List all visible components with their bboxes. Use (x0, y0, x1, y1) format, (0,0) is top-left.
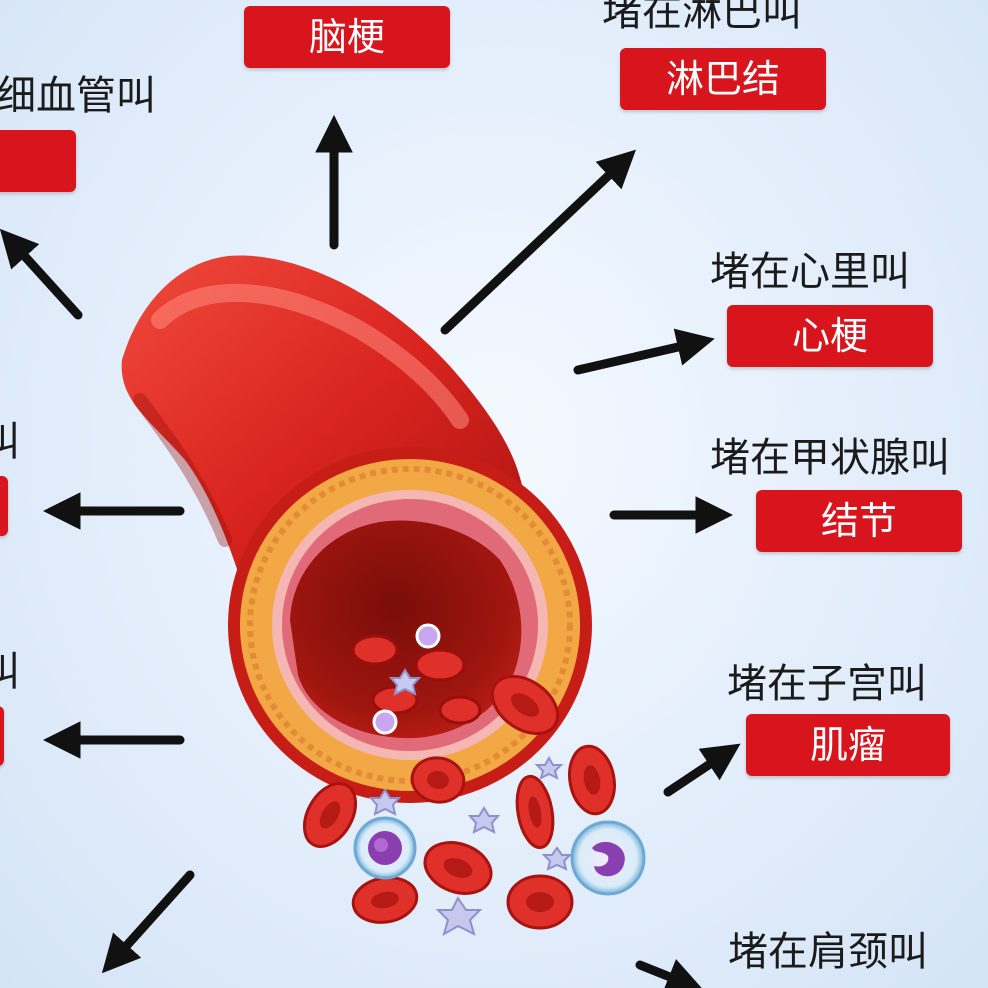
tag-brain-infarction: 脑梗 (244, 6, 450, 68)
tag-left-mid (0, 476, 8, 536)
arrow-icon (101, 870, 195, 974)
caption-left-low: 叫 (0, 648, 20, 696)
white-blood-cell-icon (353, 816, 417, 880)
tag-heart-infarction: 心梗 (727, 305, 933, 367)
red-blood-cell-icon (568, 744, 616, 816)
tag-fibroid: 肌瘤 (746, 714, 950, 776)
tag-lymph-node: 淋巴结 (620, 48, 826, 110)
blood-vessel-icon (121, 255, 592, 803)
platelet-icon (368, 668, 573, 937)
caption-left-mid: 叫 (0, 418, 20, 466)
caption-thyroid: 堵在甲状腺叫 (710, 435, 950, 481)
red-blood-cell-icon (506, 874, 574, 930)
caption-capillary: 细血管叫 (0, 73, 156, 119)
arrow-icon (0, 228, 83, 320)
caption-heart: 堵在心里叫 (710, 249, 910, 295)
arrow-icon (573, 328, 715, 375)
arrows (0, 114, 741, 988)
caption-uterus: 堵在子宫叫 (727, 661, 927, 707)
red-blood-cell-icon (410, 756, 466, 804)
arrow-icon (663, 743, 741, 797)
caption-lymph: 堵在淋巴叫 (602, 0, 802, 35)
red-blood-cell-icon (515, 774, 555, 850)
red-blood-cell-icon (302, 782, 358, 848)
red-blood-cell-icon (351, 876, 419, 924)
tag-left-low (0, 706, 4, 766)
white-blood-cell-icon (570, 820, 646, 896)
tag-nodule: 结节 (756, 490, 962, 552)
blood-cells (302, 668, 646, 937)
red-blood-cell-icon (423, 841, 493, 895)
arrow-icon (635, 959, 705, 988)
red-blood-cell-icon (490, 674, 560, 736)
tag-capillary (0, 130, 76, 192)
arrow-icon (440, 149, 636, 335)
caption-shoulder-neck: 堵在肩颈叫 (728, 929, 928, 975)
